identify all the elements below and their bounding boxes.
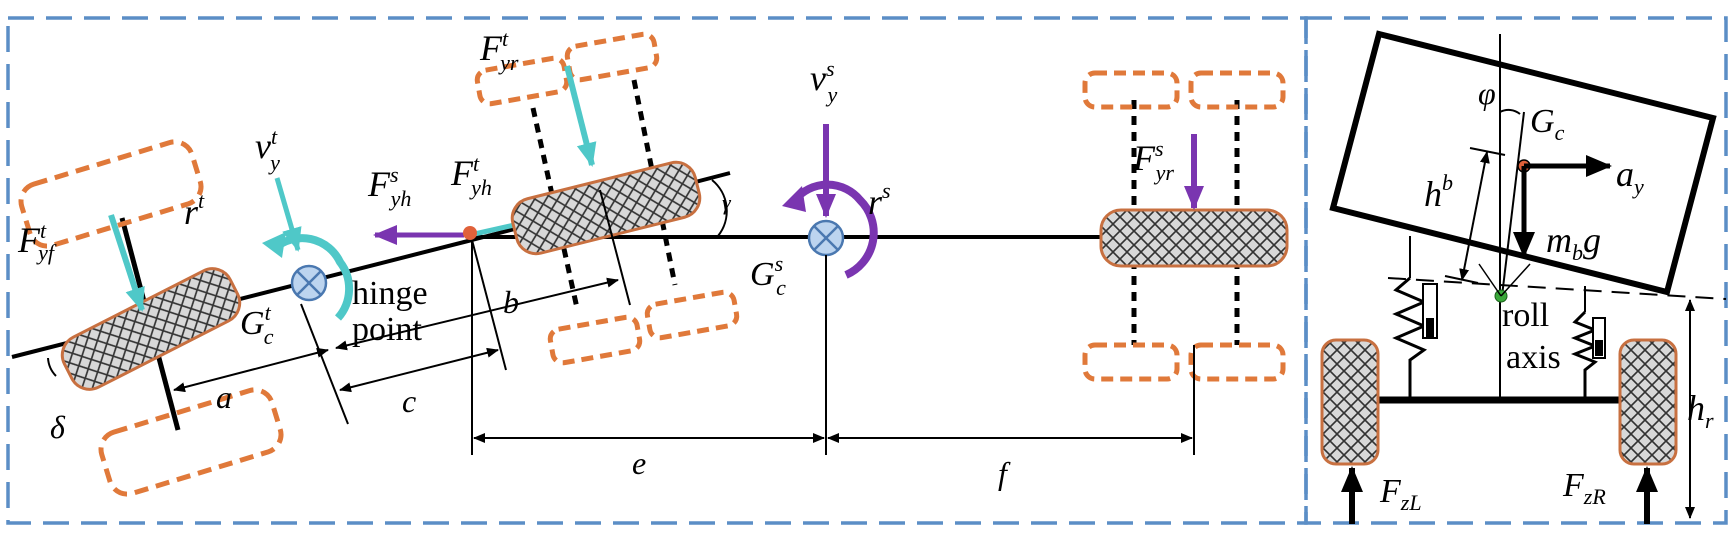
dimension-a (173, 347, 329, 393)
left-spring (1392, 276, 1428, 398)
hinge-point-marker (463, 226, 477, 240)
label-F-zR: FzR (1562, 467, 1606, 509)
phi-angle-arc (1499, 108, 1521, 115)
dimension-b (335, 277, 619, 351)
rear-tire-ghost-3 (547, 314, 643, 366)
label-h-r: hr (1687, 388, 1714, 433)
label-m-b-g: mbg (1546, 220, 1601, 265)
roll-axis-line (1387, 277, 1727, 300)
semitrailer-tire-ghost-1 (1082, 70, 1180, 110)
label-G-c: Gc (1530, 103, 1565, 145)
tractor-lateral-velocity-arrow (274, 177, 302, 252)
label-gamma: γ (722, 190, 732, 215)
label-a-y: ay (1616, 154, 1644, 199)
semitrailer-tire (1099, 208, 1289, 268)
delta-angle-arc (47, 357, 57, 377)
front-left-tire-ghost (18, 139, 204, 249)
right-wheel (1618, 338, 1678, 466)
label-dim-b: b (503, 284, 519, 320)
rear-tractor-tire (510, 160, 702, 256)
right-panel-frame (1304, 16, 1728, 525)
rear-tractor-tire-force-arrow (564, 65, 597, 167)
label-dim-c: c (402, 383, 416, 419)
dimension-h-b (1459, 151, 1490, 281)
semitrailer-tire-ghost-4 (1188, 342, 1286, 382)
gamma-angle-arc (711, 179, 728, 237)
label-dim-a: a (216, 379, 232, 415)
label-r-t: rt (184, 188, 205, 232)
front-right-tire-ghost (98, 387, 284, 497)
label-h-b: hb (1424, 170, 1453, 214)
label-dim-f: f (998, 455, 1011, 491)
label-dim-e: e (632, 445, 646, 481)
semitrailer-tire-ghost-3 (1082, 342, 1180, 382)
label-delta: δ (50, 409, 66, 445)
left-wheel (1320, 338, 1380, 466)
label-r-s: rs (868, 178, 891, 222)
semitrailer-tire-ghost-2 (1188, 70, 1286, 110)
label-phi: φ (1478, 75, 1496, 111)
rear-tire-ghost-4 (644, 289, 740, 341)
semitrailer-cog-marker (807, 219, 845, 257)
semitrailer-yaw-rate-arc (791, 180, 878, 279)
left-panel-frame (6, 16, 1308, 525)
dimension-c (339, 347, 499, 393)
front-tire-force-arrow (108, 214, 145, 312)
front-tire (60, 267, 242, 391)
rear-tire-ghost-2 (564, 31, 660, 83)
tractor-cog-marker (290, 264, 328, 302)
label-F-zL: FzL (1379, 473, 1422, 515)
